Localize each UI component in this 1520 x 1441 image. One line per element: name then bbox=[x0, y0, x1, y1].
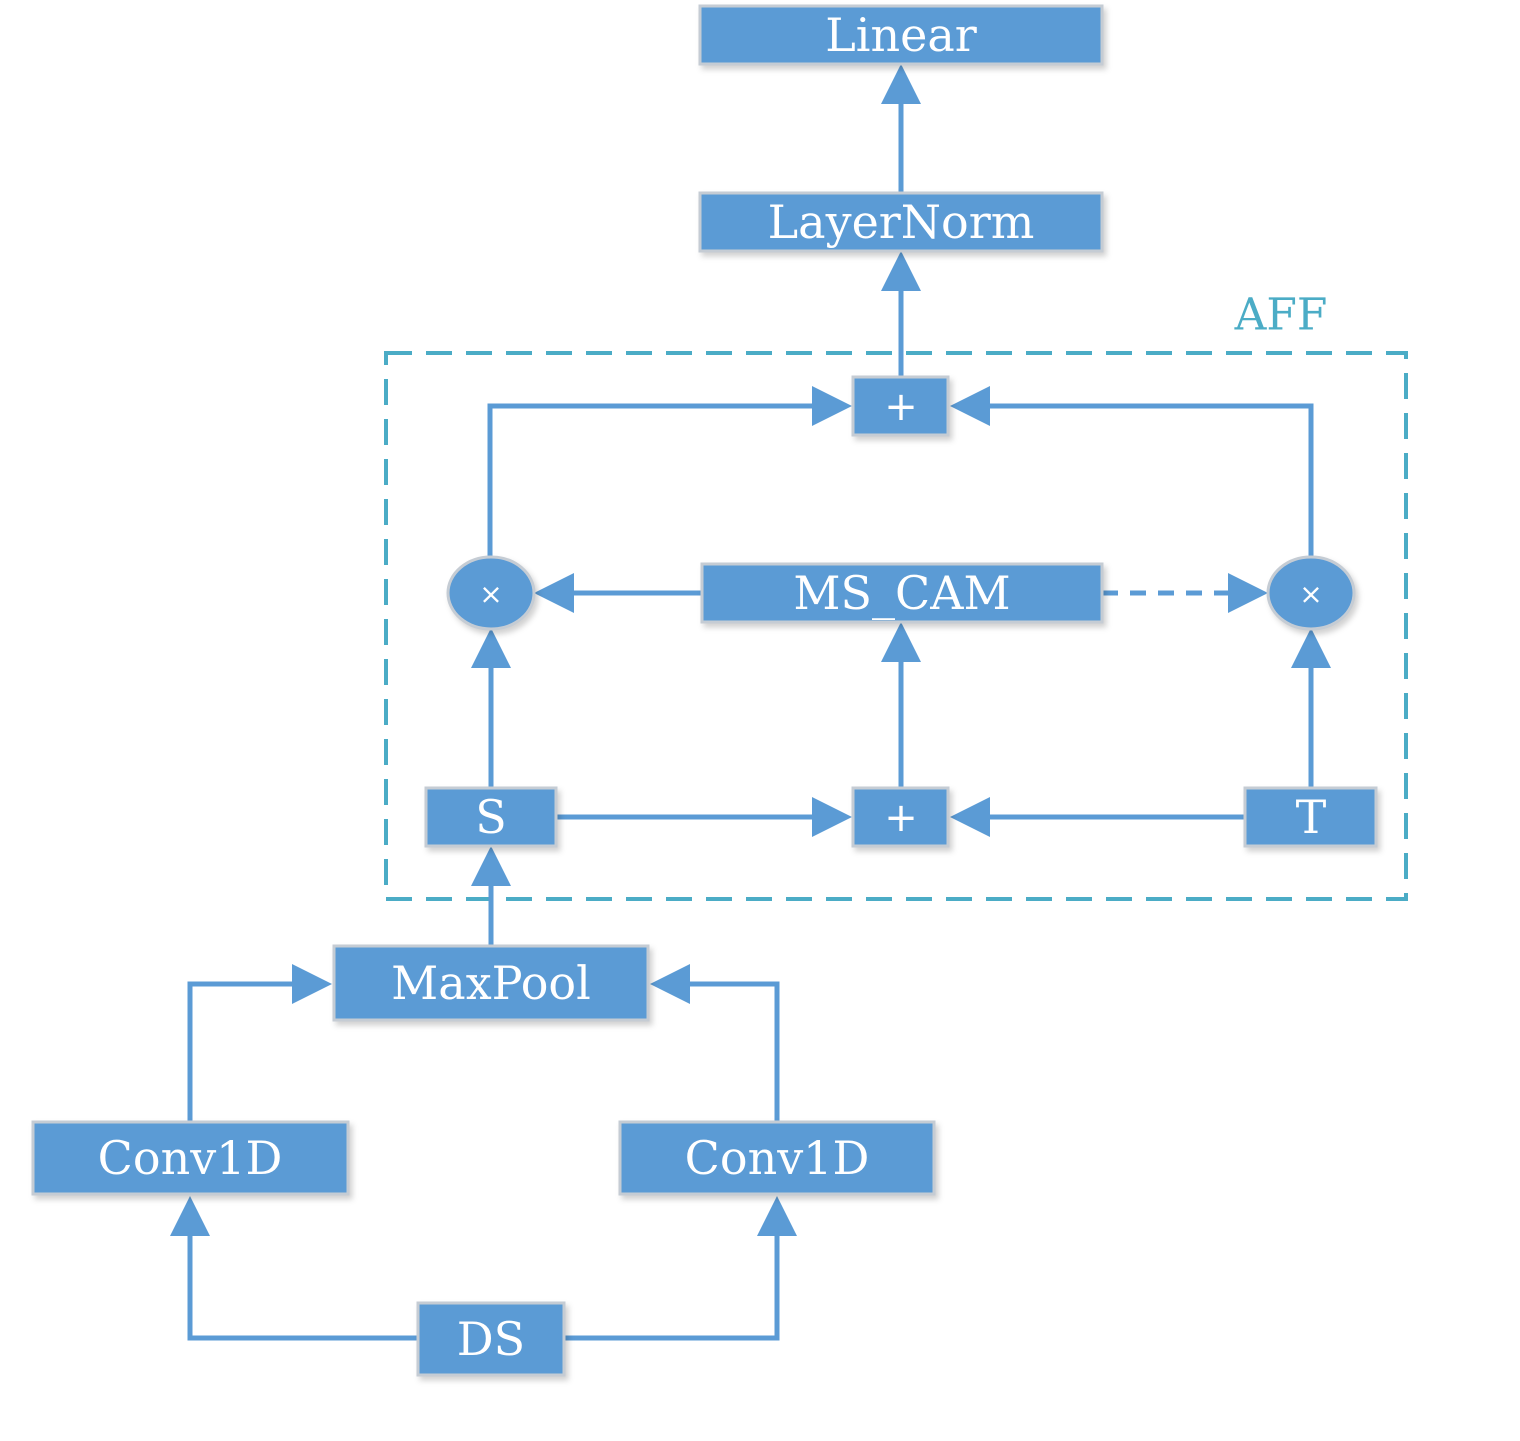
node-conv1d-left: Conv1D bbox=[31, 1120, 350, 1196]
node-s-label: S bbox=[475, 790, 507, 844]
node-ms-cam-box bbox=[700, 562, 1104, 624]
node-mul-left-label: × bbox=[479, 578, 502, 611]
node-ms-cam-label: MS_CAM bbox=[793, 566, 1010, 620]
arrowhead-add-bottom-right bbox=[950, 797, 990, 837]
node-add-top-box bbox=[851, 375, 950, 437]
node-mul-right-label: × bbox=[1299, 578, 1322, 611]
node-maxpool: MaxPool bbox=[332, 944, 650, 1022]
node-layernorm-label: LayerNorm bbox=[768, 195, 1035, 249]
node-t-label: T bbox=[1296, 790, 1327, 844]
node-conv1d-right-label: Conv1D bbox=[685, 1131, 870, 1185]
node-conv1d-left-label: Conv1D bbox=[98, 1131, 283, 1185]
arrowhead-conv1d-left bbox=[170, 1196, 210, 1236]
aff-group-label: AFF bbox=[1234, 290, 1328, 341]
node-ms-cam: MS_CAM bbox=[700, 562, 1104, 624]
node-t-box bbox=[1243, 786, 1378, 848]
arrowhead-mul-left-bottom bbox=[471, 628, 511, 668]
arrowhead-add-top-left bbox=[812, 386, 852, 426]
node-s: S bbox=[424, 786, 558, 848]
edge-mul-left-to-add-top bbox=[487, 403, 812, 558]
node-layernorm: LayerNorm bbox=[698, 191, 1104, 253]
node-conv1d-left-box bbox=[31, 1120, 350, 1196]
node-ds-box bbox=[416, 1301, 566, 1377]
node-maxpool-box bbox=[332, 944, 650, 1022]
arrowhead-conv1d-right bbox=[757, 1196, 797, 1236]
edge-conv1d-right-to-maxpool bbox=[690, 981, 780, 1122]
arrowhead-ms-cam bbox=[881, 622, 921, 662]
node-linear-label: Linear bbox=[825, 8, 977, 62]
arrowhead-mul-left-side bbox=[534, 573, 574, 613]
node-add-bottom: + bbox=[851, 786, 950, 848]
arrowhead-mul-right-bottom bbox=[1291, 628, 1331, 668]
arrowhead-maxpool-right bbox=[650, 964, 690, 1004]
node-linear: Linear bbox=[698, 4, 1104, 66]
node-add-bottom-box bbox=[851, 786, 950, 848]
arrowhead-maxpool-left bbox=[292, 964, 332, 1004]
node-mul-right-circle bbox=[1266, 555, 1356, 631]
edge-ds-to-conv1d-right bbox=[564, 1236, 780, 1341]
node-add-top-label: + bbox=[884, 384, 918, 430]
node-add-top: + bbox=[851, 375, 950, 437]
edge-ds-to-conv1d-left bbox=[187, 1236, 418, 1341]
node-conv1d-right-box bbox=[618, 1120, 936, 1196]
edges bbox=[170, 64, 1331, 1341]
node-maxpool-label: MaxPool bbox=[391, 956, 591, 1010]
node-t: T bbox=[1243, 786, 1378, 848]
node-mul-right: × bbox=[1266, 555, 1356, 631]
arrowhead-linear bbox=[881, 64, 921, 104]
node-add-bottom-label: + bbox=[884, 795, 918, 841]
arrowhead-layernorm bbox=[881, 251, 921, 291]
arrowhead-add-top-right bbox=[950, 386, 990, 426]
node-ds-label: DS bbox=[457, 1312, 525, 1366]
node-s-box bbox=[424, 786, 558, 848]
node-mul-left: × bbox=[446, 555, 536, 631]
edge-mul-right-to-add-top bbox=[990, 403, 1314, 558]
node-ds: DS bbox=[416, 1301, 566, 1377]
node-conv1d-right: Conv1D bbox=[618, 1120, 936, 1196]
arrowhead-mul-right-side bbox=[1228, 573, 1268, 613]
node-layernorm-box bbox=[698, 191, 1104, 253]
arrowhead-s bbox=[471, 846, 511, 886]
aff-group-border bbox=[384, 351, 1408, 901]
edge-conv1d-left-to-maxpool bbox=[187, 981, 292, 1122]
node-linear-box bbox=[698, 4, 1104, 66]
arrowhead-add-bottom-left bbox=[812, 797, 852, 837]
node-mul-left-circle bbox=[446, 555, 536, 631]
